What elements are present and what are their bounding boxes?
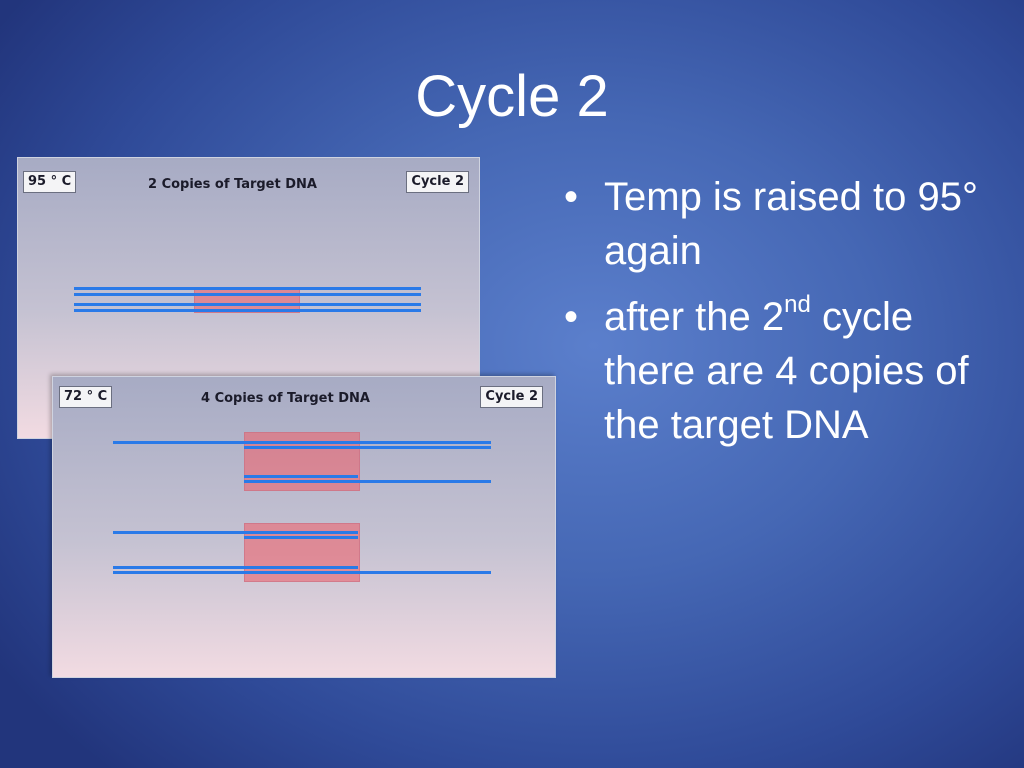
dna-strand xyxy=(74,309,421,312)
temperature-label: 72 ° C xyxy=(59,386,113,408)
bullet-item: • after the 2nd cycle there are 4 copies… xyxy=(562,290,1002,452)
panel-title: 4 Copies of Target DNA xyxy=(201,391,370,406)
dna-strand xyxy=(113,531,358,534)
dna-strand xyxy=(74,287,421,290)
cycle-label: Cycle 2 xyxy=(406,171,469,193)
dna-strand xyxy=(113,441,491,444)
bullet-text: after the 2 xyxy=(604,295,785,339)
dna-strand xyxy=(113,566,358,569)
bullet-item: • Temp is raised to 95° again xyxy=(562,170,1002,278)
temperature-label: 95 ° C xyxy=(23,171,77,193)
dna-strand xyxy=(244,446,491,449)
bullet-list: • Temp is raised to 95° again • after th… xyxy=(562,170,1002,464)
slide-title: Cycle 2 xyxy=(415,64,609,129)
bullet-marker: • xyxy=(564,295,579,339)
bullet-text-continued: cycle there are 4 copies of the target D… xyxy=(604,295,969,447)
panel-title: 2 Copies of Target DNA xyxy=(148,177,317,192)
dna-strand xyxy=(244,475,358,478)
target-region xyxy=(194,287,300,313)
bullet-marker: • xyxy=(564,175,579,219)
bullet-text: Temp is raised to 95° again xyxy=(604,175,978,273)
ordinal-suffix: nd xyxy=(784,291,811,318)
dna-strand xyxy=(244,536,358,539)
dna-strand xyxy=(113,571,491,574)
diagram-panel-extension: 72 ° C 4 Copies of Target DNA Cycle 2 xyxy=(52,376,556,678)
dna-strand xyxy=(74,293,421,296)
cycle-label: Cycle 2 xyxy=(480,386,543,408)
dna-strand xyxy=(74,303,421,306)
dna-strand xyxy=(244,480,491,483)
